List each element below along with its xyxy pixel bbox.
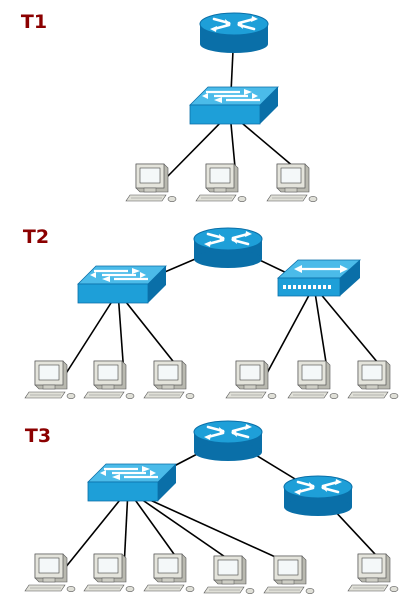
switch-icon bbox=[76, 264, 168, 305]
computer-icon bbox=[83, 553, 135, 592]
computer-icon bbox=[24, 553, 76, 592]
computer-icon bbox=[347, 360, 399, 399]
switch-icon bbox=[188, 85, 280, 126]
link-t2-switch-a-t2-pc2 bbox=[117, 291, 125, 376]
devices-layer bbox=[24, 11, 399, 594]
computer-icon bbox=[287, 360, 339, 399]
router-icon bbox=[282, 474, 354, 518]
computer-icon bbox=[225, 360, 277, 399]
topology-label: T1 bbox=[21, 11, 47, 33]
link-t2-hub-t2-pc6 bbox=[313, 285, 389, 376]
link-t3-switch-t3-pc2 bbox=[123, 489, 129, 569]
topology-label: T3 bbox=[25, 425, 51, 447]
computer-icon bbox=[203, 555, 255, 594]
computer-icon bbox=[24, 360, 76, 399]
hub-icon bbox=[276, 258, 362, 298]
link-t2-hub-t2-pc5 bbox=[313, 285, 329, 376]
computer-icon bbox=[83, 360, 135, 399]
link-t3-switch-t3-pc1 bbox=[64, 489, 129, 569]
computer-icon bbox=[347, 553, 399, 592]
computer-icon bbox=[125, 163, 177, 202]
router-icon bbox=[192, 226, 264, 270]
switch-icon bbox=[86, 462, 178, 503]
computer-icon bbox=[263, 555, 315, 594]
computer-icon bbox=[266, 163, 318, 202]
link-t2-switch-a-t2-pc1 bbox=[64, 291, 119, 376]
link-t2-hub-t2-pc4 bbox=[265, 285, 315, 376]
computer-icon bbox=[143, 553, 195, 592]
router-icon bbox=[198, 11, 270, 55]
computer-icon bbox=[143, 360, 195, 399]
computer-icon bbox=[195, 163, 247, 202]
topology-label: T2 bbox=[23, 226, 49, 248]
router-icon bbox=[192, 419, 264, 463]
